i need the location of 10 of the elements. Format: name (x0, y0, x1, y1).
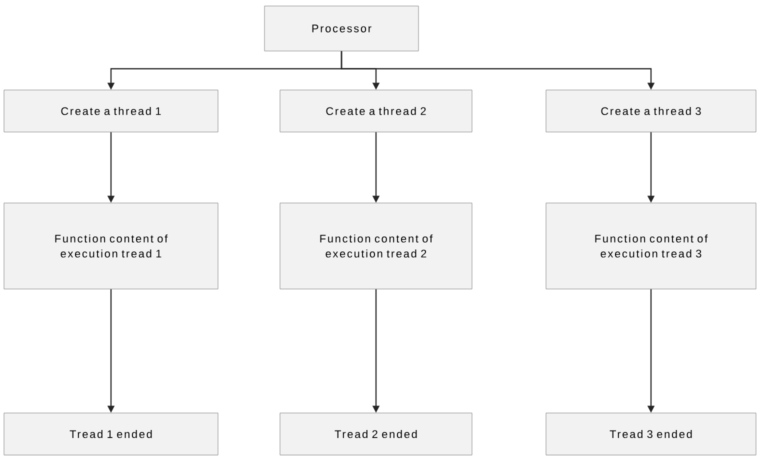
process-box: Create a thread 2 (280, 90, 472, 132)
process-box: Create a thread 3 (546, 90, 756, 132)
process-box: Create a thread 1 (4, 90, 218, 132)
process-box: Function content of execution tread 2 (280, 202, 472, 290)
process-box: Tread 1 ended (4, 412, 218, 456)
process-box: Function content of execution tread 3 (546, 202, 756, 290)
process-box: Tread 2 ended (280, 412, 472, 456)
process-box: Processor (264, 6, 419, 52)
process-box: Tread 3 ended (546, 412, 756, 456)
process-box: Function content of execution tread 1 (4, 202, 218, 290)
